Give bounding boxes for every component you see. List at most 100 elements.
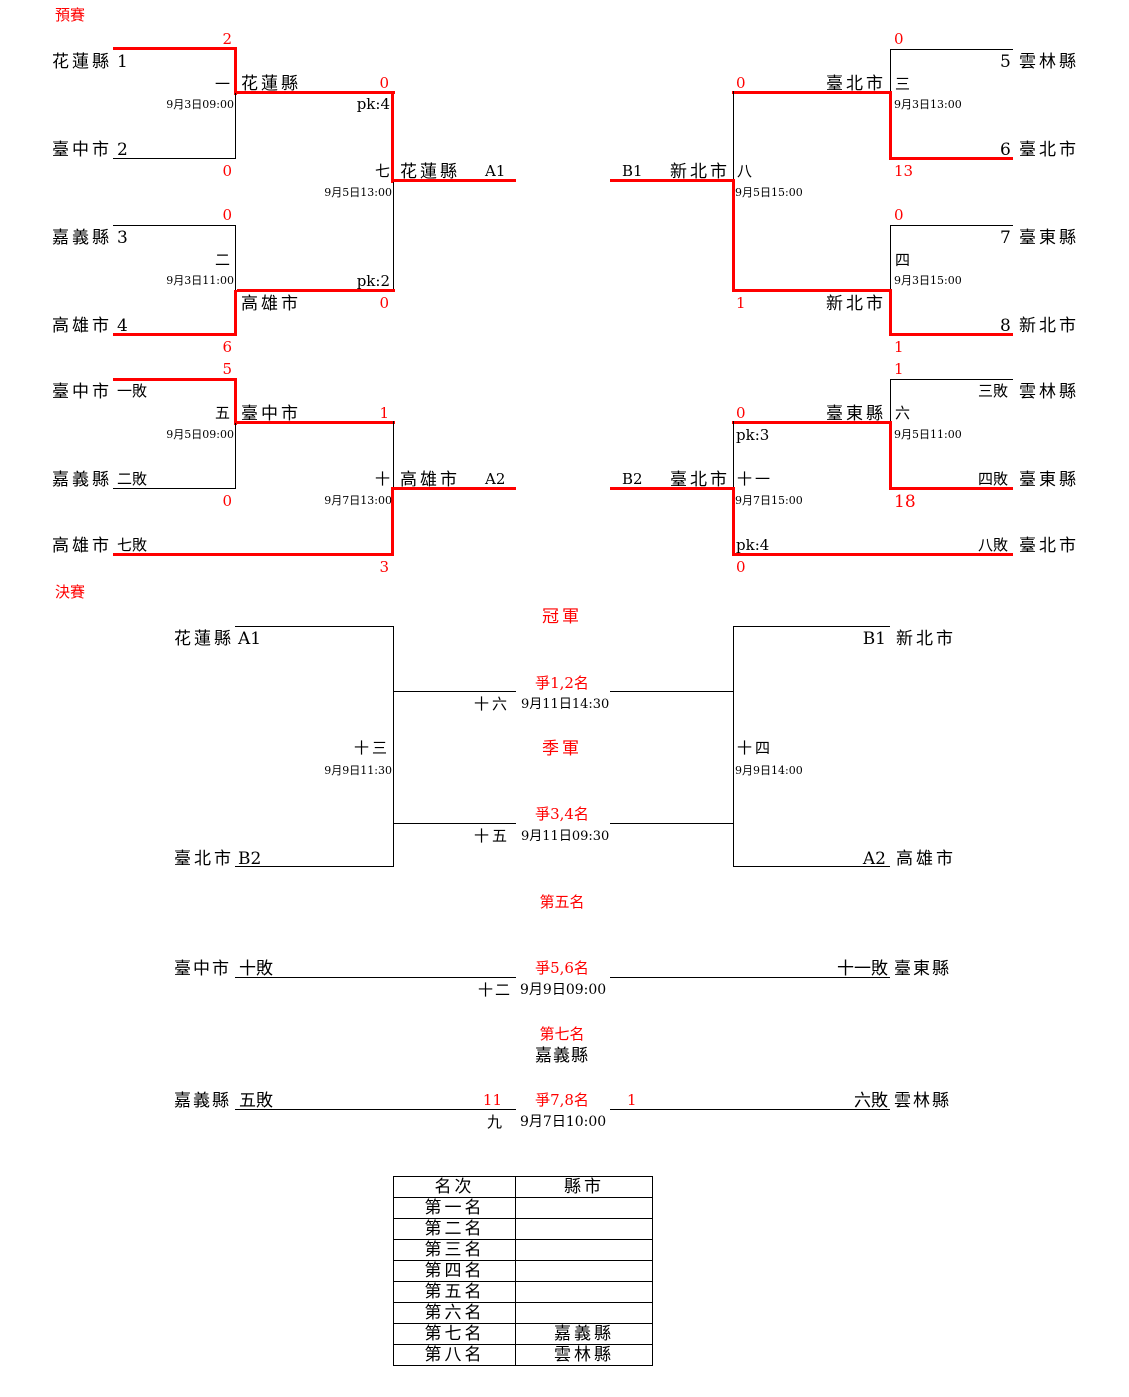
team-cell xyxy=(515,1218,653,1240)
bracket-line xyxy=(890,49,891,93)
ranking-table: 名次 縣市 第一名 第二名 第三名 第四名 第五名 第六名 第七名嘉義縣 第八名… xyxy=(393,1176,653,1366)
bracket-line xyxy=(733,626,890,627)
score: 18 xyxy=(894,492,916,512)
bracket-line-winner xyxy=(889,289,892,335)
rank-cell: 第二名 xyxy=(393,1218,516,1240)
bracket-line-winner xyxy=(113,378,237,381)
team-name: 雲林縣 xyxy=(894,1091,951,1111)
bracket-line-winner xyxy=(732,421,891,424)
score: 1 xyxy=(894,360,904,378)
table-row: 第八名雲林縣 xyxy=(393,1344,653,1366)
bracket-line xyxy=(113,225,236,226)
winner-name: 新北市 xyxy=(670,162,730,182)
prelim-section-title: 預賽 xyxy=(55,6,86,24)
seed-slot: 十敗 xyxy=(239,959,273,979)
team-cell xyxy=(515,1302,653,1324)
bracket-line xyxy=(235,423,236,489)
seed-slot: 十一敗 xyxy=(837,959,888,979)
bracket-line xyxy=(733,626,734,867)
bracket-line-winner xyxy=(237,421,395,424)
seed-slot: 1 xyxy=(117,52,131,72)
bracket-line xyxy=(235,93,236,159)
bracket-line xyxy=(393,421,394,489)
score: 3 xyxy=(379,558,389,576)
winner-name: 臺東縣 xyxy=(826,404,886,424)
group-code: B1 xyxy=(862,629,886,649)
seed-slot: 七敗 xyxy=(117,536,148,554)
score: 5 xyxy=(222,360,232,378)
bracket-line-winner xyxy=(889,421,892,490)
match-label: 爭7,8名 xyxy=(535,1091,589,1109)
seventh-place-winner: 嘉義縣 xyxy=(535,1046,589,1066)
bracket-line xyxy=(890,49,1013,50)
seed-slot: 5 xyxy=(1000,52,1014,72)
rank-cell: 第八名 xyxy=(393,1344,516,1366)
team-name: 高雄市 xyxy=(52,536,112,556)
team-cell xyxy=(515,1260,653,1282)
winner-name: 高雄市 xyxy=(241,294,301,314)
bracket-line-winner xyxy=(889,157,1013,160)
rank-cell: 第四名 xyxy=(393,1260,516,1282)
score: 0 xyxy=(736,404,746,422)
score: 0 xyxy=(222,492,232,510)
bracket-line xyxy=(610,823,734,824)
seed-slot: 八敗 xyxy=(977,536,1008,554)
seed-slot: 一敗 xyxy=(117,382,148,400)
team-name: 臺中市 xyxy=(52,140,112,160)
match-number: 一 xyxy=(214,75,230,93)
bracket-line xyxy=(235,626,394,627)
group-code: B2 xyxy=(238,849,262,869)
match-number: 六 xyxy=(895,404,911,422)
team-name: 高雄市 xyxy=(896,849,956,869)
bracket-line-winner xyxy=(732,91,891,94)
group-code: A2 xyxy=(862,849,886,869)
winner-name: 新北市 xyxy=(826,294,886,314)
bracket-line xyxy=(890,379,891,423)
header-rank: 名次 xyxy=(393,1176,516,1198)
match-number: 十四 xyxy=(737,739,774,757)
team-cell: 嘉義縣 xyxy=(515,1323,653,1345)
match-time: 9月5日11:00 xyxy=(894,428,962,441)
score: 1 xyxy=(627,1091,637,1109)
group-code: B2 xyxy=(622,470,643,488)
bracket-line xyxy=(890,225,1013,226)
winner-name: 高雄市 xyxy=(400,470,460,490)
bracket-line-winner xyxy=(113,333,237,336)
team-name: 嘉義縣 xyxy=(174,1091,231,1111)
bracket-line-winner xyxy=(113,47,237,50)
team-name: 雲林縣 xyxy=(1019,52,1079,72)
winner-name: 花蓮縣 xyxy=(400,162,460,182)
score: 1 xyxy=(736,294,746,312)
bracket-line-winner xyxy=(234,290,237,336)
bracket-line xyxy=(113,488,236,489)
bracket-line-winner xyxy=(234,378,237,425)
seed-slot: 8 xyxy=(1000,316,1014,336)
bracket-line-winner xyxy=(889,333,1013,336)
bracket-line-winner xyxy=(732,289,891,292)
match-time: 9月3日11:00 xyxy=(166,274,234,287)
match-label: 爭1,2名 xyxy=(535,674,589,692)
group-code: A2 xyxy=(485,470,506,488)
match-number: 十二 xyxy=(477,981,512,999)
match-time: 9月9日11:30 xyxy=(324,764,392,777)
bracket-line-winner xyxy=(393,179,516,182)
seed-slot: 3 xyxy=(117,228,131,248)
score: 6 xyxy=(222,338,232,356)
team-name: 臺中市 xyxy=(174,959,231,979)
group-code: B1 xyxy=(622,162,643,180)
rank-cell: 第一名 xyxy=(393,1197,516,1219)
pk-score: pk:4 xyxy=(356,95,390,113)
champion-label: 冠軍 xyxy=(542,607,582,627)
team-name: 嘉義縣 xyxy=(52,228,112,248)
match-label: 爭3,4名 xyxy=(535,805,589,823)
final-section-title: 決賽 xyxy=(55,583,86,601)
bracket-line xyxy=(113,158,236,159)
match-number: 八 xyxy=(737,162,753,180)
bracket-line-winner xyxy=(237,289,395,292)
match-number: 七 xyxy=(374,162,390,180)
winner-name: 花蓮縣 xyxy=(241,74,301,94)
match-number: 四 xyxy=(895,251,911,269)
seventh-place-label: 第七名 xyxy=(539,1025,585,1043)
bracket-line xyxy=(235,866,394,867)
table-row: 第七名嘉義縣 xyxy=(393,1323,653,1345)
